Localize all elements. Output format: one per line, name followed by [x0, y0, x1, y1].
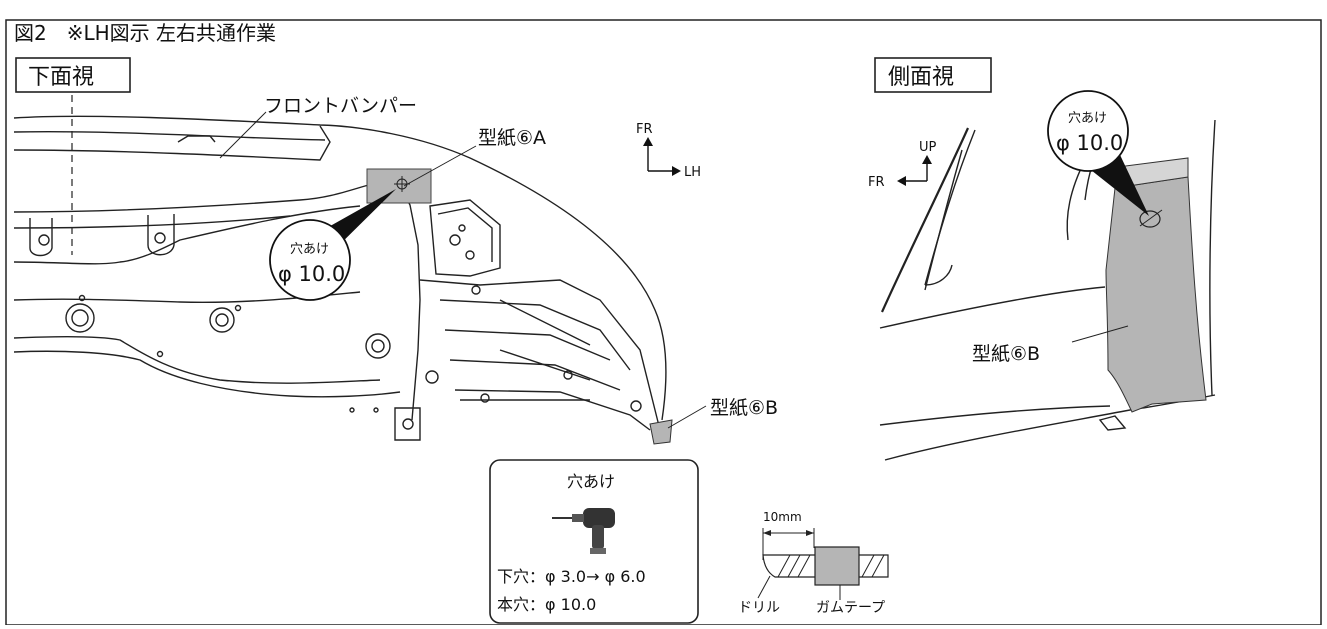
side-callout-line1: 穴あけ — [1068, 111, 1107, 126]
drill-box-title: 穴あけ — [567, 472, 615, 491]
template-b-patch — [649, 419, 673, 445]
bottom-view: 下面視 — [13, 57, 778, 445]
side-dir-up-label: UP — [919, 140, 937, 155]
side-hole-mark — [1139, 210, 1161, 228]
side-callout-circle — [1047, 90, 1129, 172]
bottom-callout-line2: φ 10.0 — [278, 262, 345, 286]
template-a-leader — [403, 145, 477, 187]
drill-icon — [552, 508, 615, 554]
part-label: フロントバンパー — [264, 95, 417, 117]
side-hole-cross — [1139, 209, 1163, 227]
side-template-leader — [1071, 325, 1129, 343]
dimension-arrow-left — [763, 530, 771, 536]
drill-pilot-label: 下穴：φ 3.0→ φ 6.0 — [497, 567, 646, 586]
drill-main-label: 本穴：φ 10.0 — [497, 595, 596, 614]
drill-label-leader — [757, 575, 771, 599]
dir-up-label: FR — [636, 122, 653, 137]
drill-info-box: 穴あけ 下穴：φ 3.0→ φ 6.0 本穴：φ 10.0 — [489, 459, 699, 624]
side-view-title-box — [874, 57, 992, 93]
part-label-leader — [219, 111, 267, 159]
dir-up-arrowhead — [643, 137, 653, 146]
side-dir-left-arrowhead — [897, 176, 906, 186]
side-dir-left-label: FR — [868, 175, 885, 190]
dir-right-arrowhead — [672, 166, 681, 176]
side-view-title: 側面視 — [888, 65, 954, 90]
side-template-label: 型紙⑥B — [972, 343, 1040, 365]
template-b-label: 型紙⑥B — [710, 397, 778, 419]
template-a-patch — [366, 168, 432, 204]
bottom-view-title-box — [15, 57, 131, 93]
bottom-callout-circle — [269, 219, 351, 301]
bottom-view-title: 下面視 — [28, 65, 94, 90]
template-a-label: 型紙⑥A — [478, 127, 546, 149]
tape-label: ガムテープ — [816, 600, 885, 616]
side-template-b-patch — [1105, 176, 1207, 413]
drill-depth-detail: 10mm ドリル ガムテープ — [738, 510, 889, 616]
side-view: 側面視 穴あけ φ 10.0 UP FR — [868, 57, 1216, 461]
template-b-leader — [667, 405, 707, 429]
figure-header: 図2 ※LH図示 左右共通作業 — [14, 21, 276, 45]
drill-label: ドリル — [738, 600, 780, 616]
dir-right-label: LH — [684, 165, 701, 180]
gum-tape — [814, 546, 860, 586]
side-callout-line2: φ 10.0 — [1056, 131, 1123, 155]
dimension-arrow-right — [806, 530, 814, 536]
bottom-callout-line1: 穴あけ — [290, 242, 329, 257]
side-dir-up-arrowhead — [922, 155, 932, 164]
drill-flutes — [777, 554, 885, 578]
drill-dimension-label: 10mm — [763, 510, 802, 524]
